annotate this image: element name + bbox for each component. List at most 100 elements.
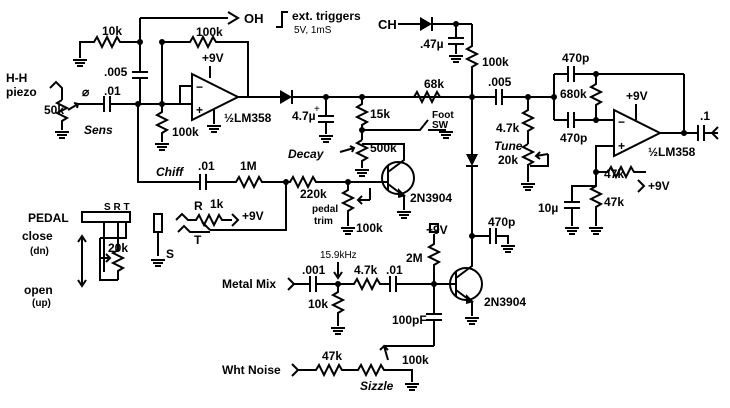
transistor-1-label: 2N3904 <box>410 191 452 205</box>
transistor-2-label: 2N3904 <box>484 295 526 309</box>
jack-t-label: T <box>194 233 202 247</box>
opamp-1-plus: + <box>196 103 203 117</box>
c-01-chiff-label: .01 <box>198 159 215 173</box>
ground-icon <box>396 211 412 219</box>
tune-label: Tune <box>494 139 523 153</box>
pedal-label: pedal <box>312 204 338 215</box>
chiff-section: Chiff .01 1M 220k pedal trim 100k 2N3904 <box>137 104 452 235</box>
pot-20k-tune-label: 20k <box>498 153 518 167</box>
wht-noise-label: Wht Noise <box>222 363 281 377</box>
r-68k-label: 68k <box>424 77 444 91</box>
r-680k-label: 680k <box>560 87 587 101</box>
r-1k-label: 1k <box>210 197 224 211</box>
envelope-section: 4.7µ + 15k Decay 500k Foot SW 68k <box>238 77 472 177</box>
c-01-in-label: .01 <box>104 84 121 98</box>
r-10k-in-label: 10k <box>102 24 122 38</box>
c-470p-a-label: 470p <box>562 51 589 65</box>
open-label: open <box>24 283 53 297</box>
c-01-metal-label: .01 <box>386 263 403 277</box>
sens-label: Sens <box>84 123 113 137</box>
c-001-label: .001 <box>302 263 326 277</box>
dn-label: (dn) <box>30 246 49 257</box>
r-220k-label: 220k <box>300 187 327 201</box>
c-005-fb-label: .005 <box>104 65 128 79</box>
junction-dot <box>593 117 599 123</box>
ground-icon <box>354 169 370 177</box>
r-10k-metal-label: 10k <box>308 297 328 311</box>
ch-label: CH <box>378 17 397 32</box>
decay-label: Decay <box>288 147 325 161</box>
svg-text:+: + <box>314 104 320 115</box>
noise-section: 470p 2N3904 +9V 2M Metal Mix .001 4.7k .… <box>222 97 526 393</box>
ground-icon <box>520 183 536 191</box>
jack-supply: +9V <box>242 209 264 223</box>
trim-label: trim <box>314 216 333 227</box>
junction-dot <box>159 39 165 45</box>
opamp-1-supply: +9V <box>202 51 224 65</box>
jack-sleeve-icon <box>153 213 163 233</box>
metal-mix-label: Metal Mix <box>222 277 276 291</box>
junction-dot <box>593 71 599 77</box>
opamp-2-label: ½LM358 <box>648 145 696 159</box>
r-1m-label: 1M <box>240 159 257 173</box>
pot-20k-pedal-label: 20k <box>108 241 128 255</box>
ground-icon <box>318 135 334 143</box>
c-100pf-label: 100pF <box>392 313 427 327</box>
jack-pins-label: S R T <box>104 202 130 213</box>
close-label: close <box>22 229 53 243</box>
ext-triggers-label: ext. triggers <box>292 9 361 23</box>
ch-input: CH .47µ 100k <box>378 17 509 100</box>
sw-label: SW <box>432 120 449 131</box>
supply-terminal-icon <box>429 223 439 233</box>
piezo-label: piezo <box>6 85 37 99</box>
c-005-out-label: .005 <box>488 75 512 89</box>
trigger-spec-label: 5V, 1mS <box>294 25 332 36</box>
junction-dot <box>359 127 365 133</box>
pedal-jack: PEDAL S R T 20k close (dn) open (up) <box>22 202 131 309</box>
pot-100k-sizzle-label: 100k <box>402 353 429 367</box>
foot-label: Foot <box>432 110 454 121</box>
ground-icon <box>340 227 356 235</box>
r-100k-ch-label: 100k <box>482 55 509 69</box>
pot-50k-label: 50k <box>44 103 64 117</box>
null-symbol: ⌀ <box>82 85 90 99</box>
c-470p-b-label: 470p <box>560 131 587 145</box>
jack-s-label: S <box>166 247 174 261</box>
opamp-1-minus: − <box>196 80 203 94</box>
opamp-1-label: ½LM358 <box>224 111 272 125</box>
jack-r-label: R <box>194 199 203 213</box>
c-47u-label: 4.7µ <box>292 109 316 123</box>
ground-icon <box>404 383 420 391</box>
ground-icon <box>500 245 516 253</box>
jack-connector: R T S 1k +9V <box>150 197 264 267</box>
opamp-2-supply: +9V <box>626 89 648 103</box>
c-10u-label: 10µ <box>538 201 558 215</box>
diode-icon <box>280 90 292 104</box>
hh-label: H-H <box>6 71 27 85</box>
ground-icon <box>564 227 580 235</box>
oh-label: OH <box>244 11 264 26</box>
ground-icon <box>72 59 88 67</box>
ground-icon <box>438 131 454 139</box>
input-stage: H-H piezo 50k Sens ⌀ .01 100k <box>6 71 199 151</box>
ground-icon <box>54 131 70 139</box>
r-2m-label: 2M <box>406 251 423 265</box>
r-100k-fb-label: 100k <box>196 25 223 39</box>
opamp-2-plus: + <box>618 139 625 153</box>
pedal-title: PEDAL <box>28 211 69 225</box>
c-47u-ch-label: .47µ <box>420 37 444 51</box>
ground-icon <box>448 55 464 63</box>
r-47k-a-label: 47k <box>604 167 624 181</box>
ground-icon <box>588 227 604 235</box>
sizzle-label: Sizzle <box>360 379 394 393</box>
filter-stage: .005 4.7k Tune 20k 470p 470p 680k <box>472 51 684 191</box>
ground-icon <box>464 317 480 325</box>
r-47k-noise-label: 47k <box>322 349 342 363</box>
r-47k-b-label: 47k <box>604 195 624 209</box>
opamp-2: − + +9V .1 ½LM358 47k +9V 47k 10µ <box>538 74 719 235</box>
r-47k-metal-label: 4.7k <box>354 263 378 277</box>
c-470p-mid-label: 470p <box>488 215 515 229</box>
pot-100k-trim-label: 100k <box>356 221 383 235</box>
opamp-2-minus: − <box>618 115 625 129</box>
